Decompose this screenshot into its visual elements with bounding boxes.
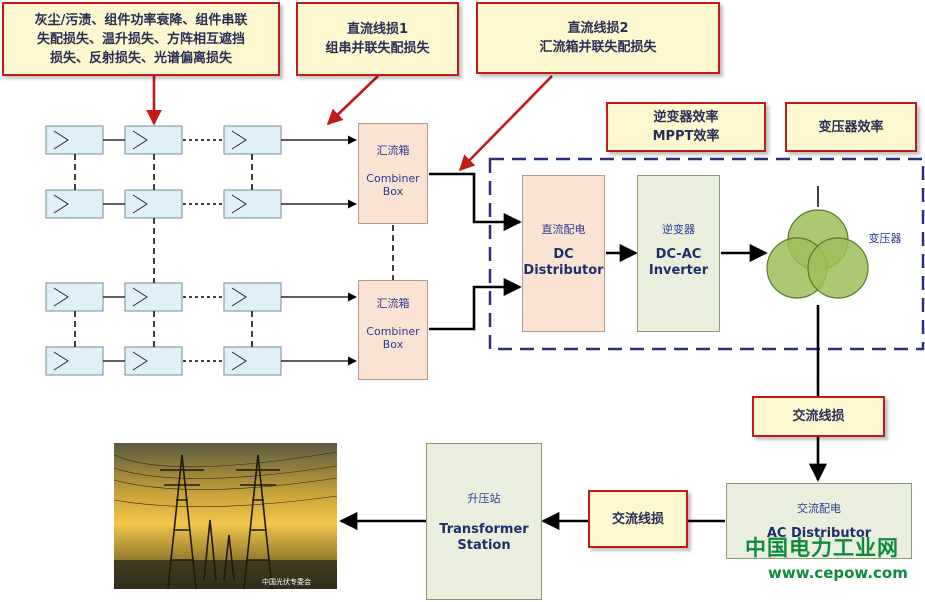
combiner-box-top-en1: Combiner bbox=[366, 172, 420, 185]
dc-distributor-box: 直流配电 DC Distributor bbox=[522, 175, 605, 332]
combiner-box-bottom: 汇流箱 Combiner Box bbox=[358, 280, 428, 380]
pv-module bbox=[223, 346, 282, 376]
watermark-logo-text: 中国电力工业网 bbox=[745, 536, 899, 560]
combiner-box-top: 汇流箱 Combiner Box bbox=[358, 123, 428, 224]
transformer-efficiency-text: 变压器效率 bbox=[818, 119, 884, 135]
transformer-symbol bbox=[766, 186, 869, 299]
step-up-station-cn: 升压站 bbox=[467, 492, 501, 505]
transformer-efficiency-label: 变压器效率 bbox=[785, 102, 917, 152]
dc-loss-2-label: 直流线损2 汇流箱并联失配损失 bbox=[476, 2, 720, 74]
combiner-box-bottom-en1: Combiner bbox=[366, 325, 420, 338]
ac-loss-right-label: 交流线损 bbox=[752, 396, 885, 437]
pv-module bbox=[124, 125, 183, 155]
module-losses-label: 灰尘/污渍、组件功率衰降、组件串联 失配损失、温升损失、方阵相互遮挡 损失、反射… bbox=[2, 2, 280, 76]
inverter-en2: Inverter bbox=[648, 263, 709, 278]
dc-loss-2-subtitle: 汇流箱并联失配损失 bbox=[539, 40, 657, 55]
inverter-cn: 逆变器 bbox=[662, 223, 695, 236]
step-up-station-box: 升压站 Transformer Station bbox=[426, 443, 542, 600]
pv-module bbox=[45, 346, 104, 376]
module-losses-line1: 灰尘/污渍、组件功率衰降、组件串联 bbox=[34, 12, 248, 28]
inverter-efficiency-line1: 逆变器效率 bbox=[653, 110, 719, 125]
dc-distributor-en1: DC bbox=[553, 247, 574, 262]
combiner-box-top-en2: Box bbox=[382, 185, 404, 198]
pv-module bbox=[124, 346, 183, 376]
dc-loss-1-title: 直流线损1 bbox=[346, 22, 409, 37]
pv-module bbox=[124, 189, 183, 219]
combiner-box-bottom-en2: Box bbox=[382, 338, 404, 351]
dc-distributor-cn: 直流配电 bbox=[541, 223, 586, 236]
inverter-box: 逆变器 DC-AC Inverter bbox=[637, 175, 720, 332]
ac-loss-right-text: 交流线损 bbox=[792, 409, 845, 424]
pv-module bbox=[45, 125, 104, 155]
module-losses-line2: 失配损失、温升损失、方阵相互遮挡 bbox=[36, 31, 245, 47]
pv-module bbox=[45, 282, 104, 312]
dc-loss-2-title: 直流线损2 bbox=[567, 21, 629, 36]
combiner-box-bottom-cn: 汇流箱 bbox=[376, 297, 410, 310]
step-up-station-en1: Transformer bbox=[439, 522, 529, 537]
pv-module bbox=[223, 125, 282, 155]
pv-module bbox=[45, 189, 104, 219]
pv-module bbox=[223, 189, 282, 219]
step-up-station-en2: Station bbox=[457, 538, 511, 553]
ac-loss-bottom-label: 交流线损 bbox=[588, 490, 688, 548]
ac-distributor-en: AC Distributor bbox=[766, 526, 872, 541]
dc-loss-1-label: 直流线损1 组串并联失配损失 bbox=[296, 2, 459, 76]
inverter-efficiency-label: 逆变器效率 MPPT效率 bbox=[606, 102, 766, 152]
ac-distributor-box: 交流配电 AC Distributor bbox=[726, 483, 912, 559]
pv-module bbox=[223, 282, 282, 312]
pv-module bbox=[124, 282, 183, 312]
pv-array bbox=[45, 125, 394, 376]
ac-distributor-cn: 交流配电 bbox=[797, 502, 841, 515]
ac-loss-bottom-text: 交流线损 bbox=[611, 511, 664, 527]
combiner-box-top-cn: 汇流箱 bbox=[376, 144, 410, 157]
inverter-station-boundary bbox=[488, 157, 925, 351]
photo-caption: 中国光伏专委会 bbox=[262, 578, 311, 586]
watermark-url: www.cepow.com bbox=[768, 564, 908, 582]
module-losses-line3: 损失、反射损失、光谱偏离损失 bbox=[49, 50, 232, 66]
dc-distributor-en2: Distributor bbox=[523, 263, 604, 278]
power-line-photo bbox=[113, 443, 338, 590]
dc-loss-1-subtitle: 组串并联失配损失 bbox=[325, 41, 430, 56]
inverter-en1: DC-AC bbox=[655, 247, 702, 262]
transformer-label: 变压器 bbox=[868, 232, 902, 245]
inverter-efficiency-line2: MPPT效率 bbox=[652, 129, 720, 144]
